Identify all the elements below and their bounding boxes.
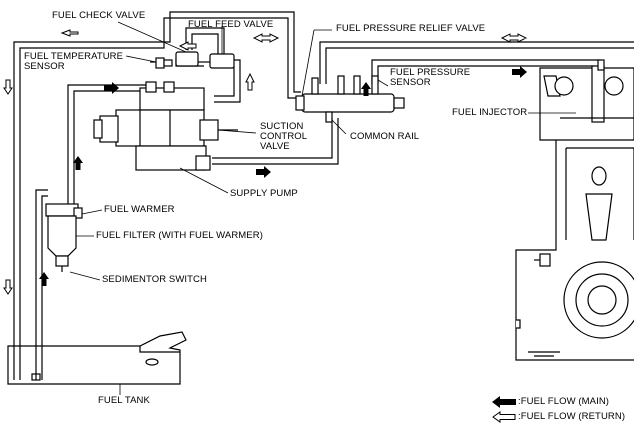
legend-return-label: :FUEL FLOW (RETURN) [518, 411, 626, 422]
leader-lines [69, 21, 576, 395]
valves-shape [175, 51, 235, 69]
label-fuel-tank: FUEL TANK [98, 395, 150, 406]
legend-main: :FUEL FLOW (MAIN) [492, 396, 609, 408]
engine-shape [515, 59, 634, 361]
label-fuel-check-valve: FUEL CHECK VALVE [52, 10, 146, 21]
legend-return-arrow-icon [492, 411, 516, 423]
label-sedimentor-switch: SEDIMENTOR SWITCH [102, 274, 207, 285]
label-fuel-temperature-sensor: FUEL TEMPERATURE SENSOR [24, 51, 124, 72]
label-fuel-warmer: FUEL WARMER [104, 204, 175, 215]
legend-return: :FUEL FLOW (RETURN) [492, 411, 625, 423]
label-suction-control-valve: SUCTION CONTROL VALVE [260, 121, 308, 152]
label-fuel-injector: FUEL INJECTOR [452, 107, 528, 118]
legend-main-arrow-icon [492, 396, 516, 408]
fuel-tank-shape [7, 331, 187, 385]
legend-main-label: :FUEL FLOW (MAIN) [518, 396, 610, 407]
main-flow-arrows [39, 66, 527, 286]
label-fuel-feed-valve: FUEL FEED VALVE [188, 19, 274, 30]
fuel-temperature-sensor-shape [155, 57, 173, 69]
return-flow-arrows [3, 29, 528, 295]
label-fuel-pressure-relief-valve: FUEL PRESSURE RELIEF VALVE [336, 23, 486, 34]
label-fuel-filter: FUEL FILTER (WITH FUEL WARMER) [96, 230, 263, 241]
label-supply-pump: SUPPLY PUMP [230, 188, 298, 199]
label-fuel-pressure-sensor: FUEL PRESSURE SENSOR [390, 67, 471, 88]
label-common-rail: COMMON RAIL [350, 131, 420, 142]
supply-pump-shape [93, 81, 238, 171]
fuel-filter-shape [45, 203, 83, 272]
common-rail-shape [295, 75, 405, 123]
